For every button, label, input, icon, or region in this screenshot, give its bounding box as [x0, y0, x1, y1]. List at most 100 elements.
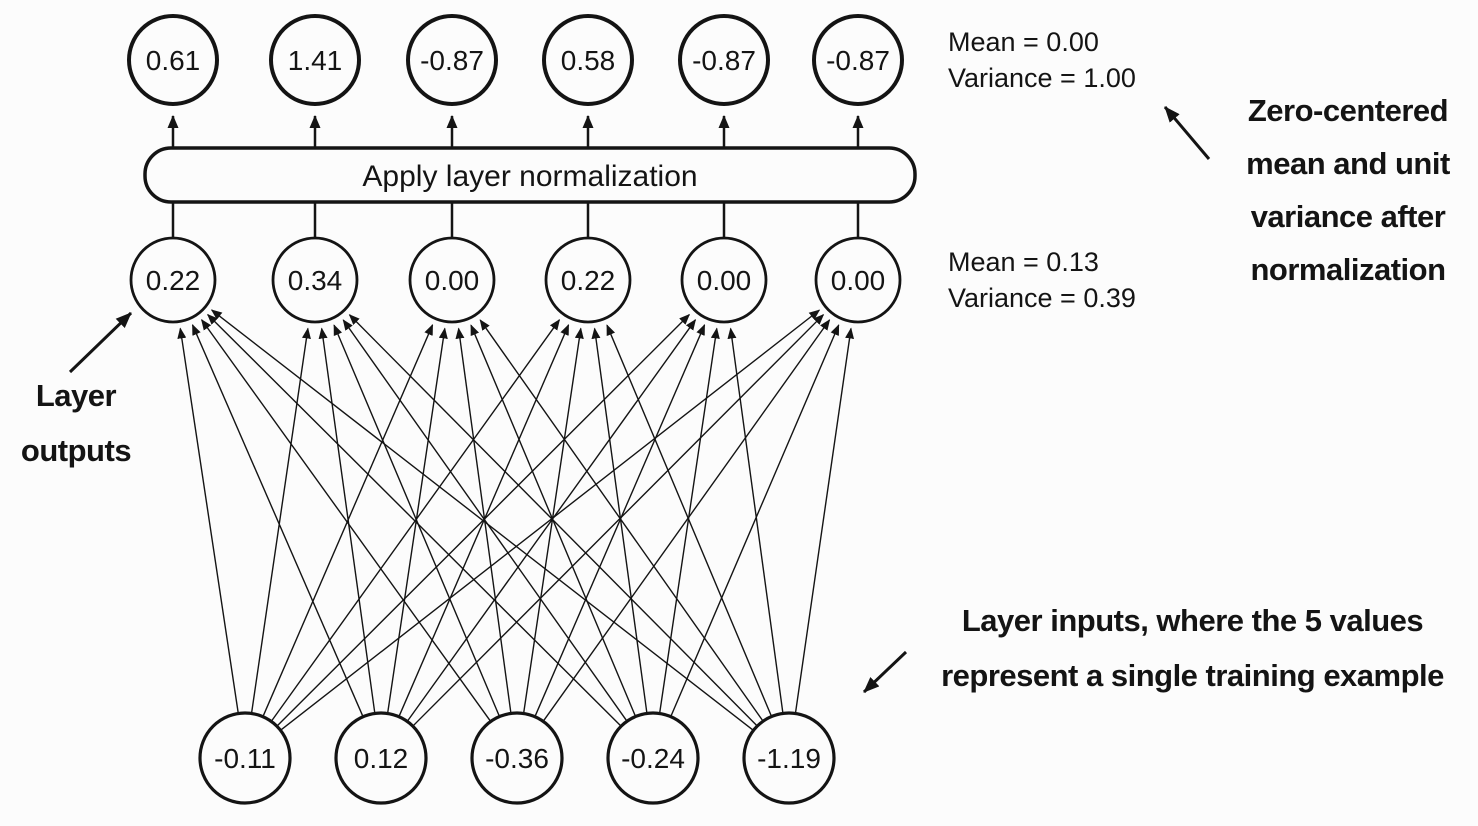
layer-outputs-label: Layer outputs	[8, 368, 144, 478]
connection-line	[794, 327, 855, 713]
annotation-line: variance after	[1250, 199, 1446, 234]
annotation-line: outputs	[20, 433, 132, 468]
node-circle	[606, 711, 700, 805]
node-circle	[814, 236, 902, 324]
layer-output-node: 0.00	[408, 236, 496, 324]
normalized-output-node: 0.58	[542, 14, 634, 106]
node-value: 0.34	[288, 265, 343, 296]
connection-line	[670, 324, 840, 716]
connection-line	[280, 309, 821, 731]
annotation-line: mean and unit	[1246, 146, 1450, 181]
node-circle	[269, 14, 361, 106]
layer-input-node: -1.19	[742, 711, 836, 805]
node-value: 1.41	[288, 45, 343, 76]
layer-input-node: -0.24	[606, 711, 700, 805]
annotation-line: Layer inputs, where the 5 values	[961, 603, 1424, 638]
node-circle	[680, 236, 768, 324]
node-circle	[544, 236, 632, 324]
annotation-arrows	[68, 106, 1211, 694]
layer-output-node: 0.22	[544, 236, 632, 324]
node-value: 0.58	[561, 45, 616, 76]
node-circle	[271, 236, 359, 324]
variance-before-value: Variance = 0.39	[948, 283, 1136, 313]
connection-line	[534, 324, 706, 717]
connection-line	[333, 324, 500, 716]
node-circle	[406, 14, 498, 106]
connection-line	[348, 314, 758, 726]
layer-output-node: 0.34	[271, 236, 359, 324]
zero-centered-arrow	[1163, 106, 1211, 160]
zero-centered-annotation: Zero-centered mean and unit variance aft…	[1226, 84, 1470, 296]
annotation-line: normalization	[1250, 252, 1446, 287]
node-value: 0.00	[697, 265, 752, 296]
connection-line	[201, 318, 491, 722]
node-circle	[812, 14, 904, 106]
connection-line	[412, 313, 825, 726]
node-circle	[127, 14, 219, 106]
apply-layer-normalization-box: Apply layer normalization	[143, 146, 917, 204]
connection-line	[727, 327, 784, 713]
node-value: -0.11	[214, 743, 276, 774]
node-value: 0.00	[425, 265, 480, 296]
connection-line	[342, 319, 628, 721]
layer-inputs-label: Layer inputs, where the 5 values represe…	[920, 593, 1465, 703]
node-value: 0.00	[831, 265, 886, 296]
normalized-output-node: 1.41	[269, 14, 361, 106]
node-value: -0.87	[826, 45, 890, 76]
layer-input-row: -0.11 0.12 -0.36 -0.24 -1.19	[198, 711, 836, 805]
layer-output-node: 0.22	[129, 236, 217, 324]
connection-line	[543, 319, 831, 721]
layer-output-row: 0.22 0.34 0.00 0.22 0.00 0.00	[129, 236, 902, 324]
node-value: -0.24	[621, 743, 685, 774]
mean-after-value: Mean = 0.00	[948, 27, 1099, 57]
connection-line	[210, 309, 754, 731]
variance-after-value: Variance = 1.00	[948, 63, 1136, 93]
node-value: -0.36	[485, 743, 549, 774]
node-circle	[129, 236, 217, 324]
layer-input-node: 0.12	[334, 711, 428, 805]
box-label: Apply layer normalization	[362, 160, 697, 193]
mean-before-value: Mean = 0.13	[948, 247, 1099, 277]
layer-outputs-arrow	[68, 311, 133, 374]
node-value: -0.87	[692, 45, 756, 76]
node-circle	[408, 236, 496, 324]
connection-line	[191, 324, 364, 717]
connections	[177, 309, 855, 731]
node-circle	[678, 14, 770, 106]
node-circle	[742, 711, 836, 805]
node-value: 0.22	[561, 265, 616, 296]
layer-input-node: -0.36	[470, 711, 564, 805]
normalized-output-node: -0.87	[406, 14, 498, 106]
annotation-line: Zero-centered	[1247, 93, 1449, 128]
stats-after-normalization: Mean = 0.00 Variance = 1.00	[948, 24, 1136, 96]
node-value: -1.19	[757, 743, 821, 774]
connection-line	[177, 327, 239, 713]
layer-output-node: 0.00	[680, 236, 768, 324]
connection-line	[523, 327, 584, 713]
normalized-output-node: -0.87	[812, 14, 904, 106]
layer-output-node: 0.00	[814, 236, 902, 324]
normalized-output-row: 0.61 1.41 -0.87 0.58 -0.87 -0.87	[127, 14, 904, 106]
node-value: -0.87	[420, 45, 484, 76]
node-value: 0.22	[146, 265, 201, 296]
normalization-box-outline	[143, 146, 917, 204]
node-value: 0.61	[146, 45, 201, 76]
connection-line	[250, 327, 311, 713]
stats-before-normalization: Mean = 0.13 Variance = 0.39	[948, 244, 1136, 316]
node-circle	[198, 711, 292, 805]
connection-line	[318, 327, 376, 713]
connection-line	[479, 319, 764, 721]
annotation-line: Layer	[35, 378, 117, 413]
connection-line	[659, 327, 720, 713]
connection-line	[207, 313, 621, 727]
connection-line	[606, 324, 772, 716]
layer-input-node: -0.11	[198, 711, 292, 805]
layer-inputs-arrow	[862, 650, 908, 694]
normalized-output-node: -0.87	[678, 14, 770, 106]
node-circle	[542, 14, 634, 106]
node-circle	[334, 711, 428, 805]
node-value: 0.12	[354, 743, 409, 774]
node-circle	[470, 711, 564, 805]
